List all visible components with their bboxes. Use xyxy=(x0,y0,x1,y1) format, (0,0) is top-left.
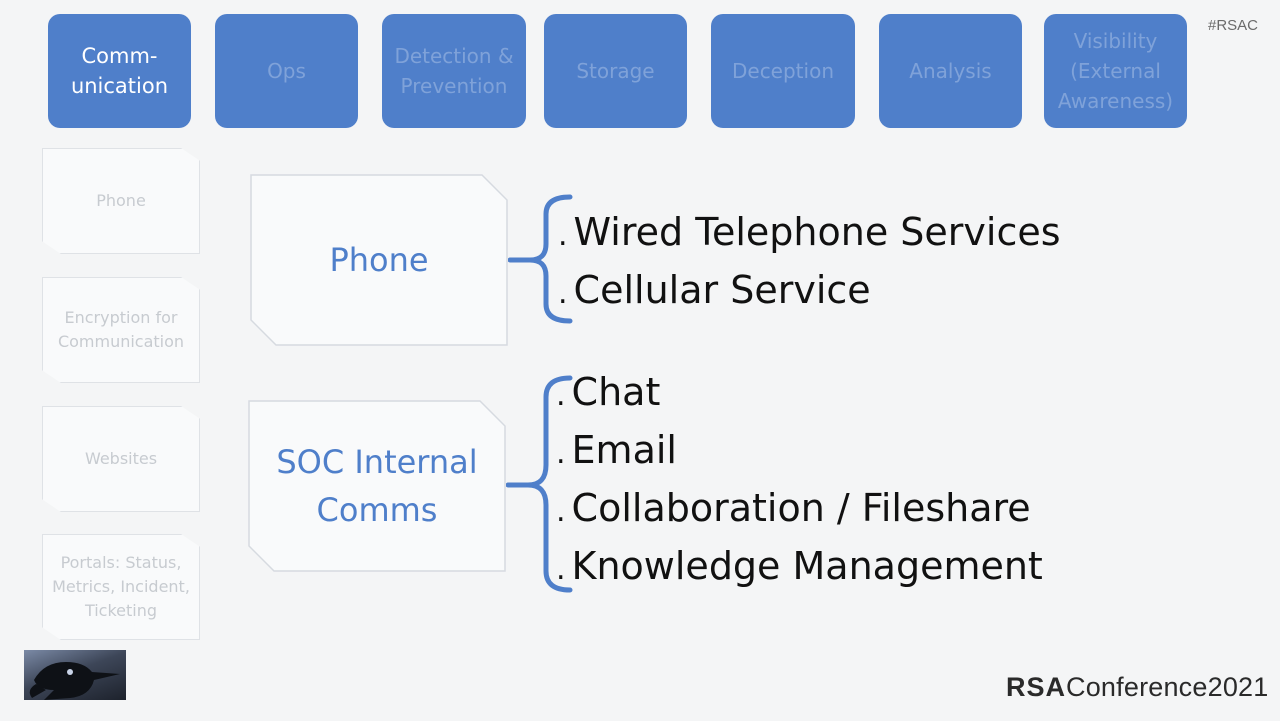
group-box-frame xyxy=(248,400,506,572)
category-tab-storage[interactable]: Storage xyxy=(544,14,687,128)
crow-silhouette xyxy=(29,662,120,700)
category-tab-communication[interactable]: Comm- unication xyxy=(48,14,191,128)
category-tab-ops[interactable]: Ops xyxy=(215,14,358,128)
bullet-list-soc-internal-comms: .Chat .Email .Collaboration / Fileshare … xyxy=(556,363,1043,595)
group-box-frame xyxy=(250,174,508,346)
category-tab-analysis[interactable]: Analysis xyxy=(879,14,1022,128)
side-item-websites: Websites xyxy=(42,406,200,512)
hashtag-label: #RSAC xyxy=(1208,17,1259,34)
list-item: .Knowledge Management xyxy=(556,544,1043,588)
list-item: .Cellular Service xyxy=(558,268,871,312)
group-box-soc-internal-comms: SOC Internal Comms xyxy=(248,400,506,572)
rsa-conference-logo: RSAConference2021 xyxy=(1006,672,1269,702)
category-tab-visibility[interactable]: Visibility (External Awareness) xyxy=(1044,14,1187,128)
group-title-phone: Phone xyxy=(329,241,429,279)
group-box-phone: Phone xyxy=(250,174,508,346)
brace-icon xyxy=(508,194,573,324)
list-item: .Chat xyxy=(556,370,661,414)
list-item: .Collaboration / Fileshare xyxy=(556,486,1031,530)
brace-icon xyxy=(506,375,573,593)
side-item-phone: Phone xyxy=(42,148,200,254)
list-item: .Wired Telephone Services xyxy=(558,210,1061,254)
list-item: .Email xyxy=(556,428,677,472)
group-title-soc-internal-comms: SOC Internal Comms xyxy=(276,443,478,529)
category-tab-detection-prevention[interactable]: Detection & Prevention xyxy=(382,14,526,128)
side-item-encryption: Encryption for Communication xyxy=(42,277,200,383)
category-tab-deception[interactable]: Deception xyxy=(711,14,855,128)
bullet-list-phone: .Wired Telephone Services .Cellular Serv… xyxy=(558,203,1061,319)
crow-icon xyxy=(24,650,126,700)
side-item-portals: Portals: Status, Metrics, Incident, Tick… xyxy=(42,534,200,640)
